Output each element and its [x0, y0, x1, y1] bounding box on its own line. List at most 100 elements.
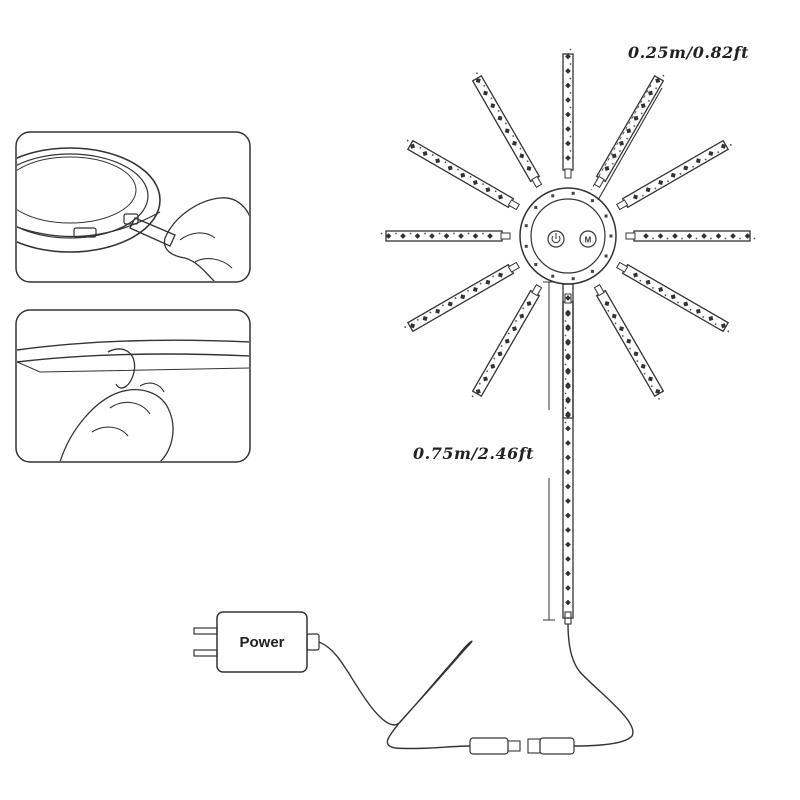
short-strip-length-label: 0.25m/0.82ft — [628, 43, 749, 62]
long-strip — [562, 283, 574, 625]
led-chip — [565, 140, 571, 147]
inset-connect-strip — [15, 131, 251, 283]
hub-port-mark — [524, 224, 528, 228]
led-chip — [565, 324, 571, 330]
hub-port-mark — [590, 199, 594, 203]
led-chip — [604, 301, 610, 306]
led-chip — [683, 301, 689, 307]
led-chip — [475, 389, 481, 394]
led-chip — [715, 233, 722, 239]
led-chip — [565, 68, 571, 74]
led-chip — [686, 233, 693, 239]
led-chip — [633, 115, 639, 121]
led-chip — [695, 308, 701, 314]
led-chip — [565, 396, 571, 403]
led-chip — [633, 272, 638, 278]
led-chip — [645, 279, 651, 285]
led-chip — [565, 295, 571, 301]
led-chip — [619, 326, 624, 332]
dc-connector-female — [469, 737, 509, 755]
led-chip — [512, 140, 517, 146]
led-chip — [519, 313, 525, 319]
led-chip — [645, 187, 651, 193]
led-strip — [406, 139, 520, 211]
led-chip — [565, 469, 571, 475]
mode-button[interactable]: M — [579, 230, 597, 248]
hub-port-mark — [571, 277, 575, 281]
led-strip — [593, 284, 665, 400]
led-chip — [640, 363, 646, 369]
led-chip — [648, 376, 653, 382]
led-chip — [565, 454, 571, 461]
hub-port-mark — [534, 205, 538, 209]
led-chip — [565, 382, 571, 388]
led-strip — [593, 74, 665, 188]
led-chip — [565, 599, 571, 606]
led-chip — [497, 351, 503, 357]
led-chip — [565, 53, 571, 60]
led-chip — [526, 301, 532, 306]
led-chip — [565, 483, 571, 490]
led-strips — [380, 48, 756, 424]
led-chip — [483, 376, 488, 382]
led-chip — [670, 172, 676, 178]
led-chip — [422, 316, 428, 321]
led-chip — [670, 294, 676, 300]
led-chip — [565, 155, 571, 161]
power-button[interactable] — [547, 230, 565, 248]
hub-port-mark — [604, 254, 608, 258]
led-chip — [565, 367, 571, 374]
hub-port-mark — [571, 191, 575, 195]
led-chip — [730, 233, 736, 239]
led-chip — [497, 115, 503, 121]
led-chip — [640, 103, 646, 109]
led-chip — [435, 158, 441, 164]
led-strip — [380, 230, 511, 242]
led-chip — [472, 180, 478, 185]
led-chip — [565, 338, 571, 345]
led-chip — [475, 78, 481, 83]
led-chip — [611, 313, 617, 319]
led-chip — [619, 140, 624, 146]
led-strip — [625, 230, 756, 242]
led-chip — [565, 97, 571, 103]
power-adapter-label: Power — [239, 634, 284, 651]
led-strip — [471, 284, 543, 398]
led-chip — [672, 233, 678, 239]
led-chip — [498, 272, 503, 278]
led-chip — [633, 194, 638, 200]
led-chip — [519, 153, 525, 159]
led-chip — [512, 326, 517, 332]
led-chip — [490, 103, 496, 109]
led-chip — [657, 233, 664, 239]
led-chip — [655, 389, 661, 394]
dc-connector-male — [527, 738, 541, 754]
power-adapter: Power — [193, 611, 320, 673]
led-chip — [633, 351, 639, 357]
hub-port-mark — [534, 263, 538, 267]
hub-port-mark — [551, 194, 555, 198]
led-chip — [701, 233, 707, 239]
led-chip — [422, 151, 428, 156]
led-chip — [565, 440, 571, 446]
led-chip — [504, 338, 510, 344]
led-chip — [565, 512, 571, 519]
led-chip — [658, 287, 664, 292]
led-chip — [565, 411, 571, 417]
mode-button-label: M — [585, 236, 592, 245]
led-chip — [498, 194, 503, 200]
led-chip — [565, 309, 571, 316]
led-strip — [616, 139, 732, 211]
led-chip — [744, 233, 751, 239]
led-chip — [565, 126, 571, 132]
led-chip — [565, 527, 571, 533]
hub-port-mark — [590, 269, 594, 273]
led-chip — [483, 90, 488, 96]
led-chip — [472, 287, 478, 292]
led-strip — [616, 261, 730, 333]
hub-port-mark — [524, 244, 528, 248]
led-chip — [611, 153, 617, 159]
led-strip — [562, 48, 574, 179]
led-chip — [435, 308, 441, 314]
led-chip — [504, 128, 510, 134]
